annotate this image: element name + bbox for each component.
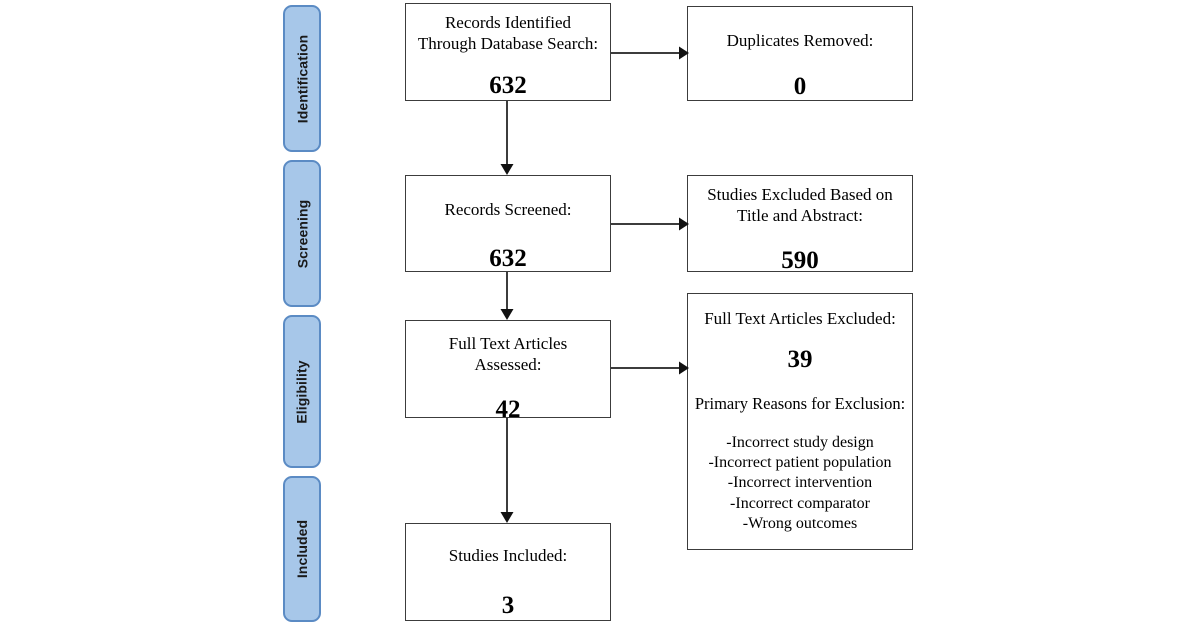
box-duplicates-removed: Duplicates Removed: 0 <box>687 6 913 101</box>
connector-identified-to-screened <box>498 101 516 177</box>
connector-identified-to-duplicates <box>611 44 691 62</box>
stage-label-included: Included <box>294 519 311 579</box>
box-fulltext-articles-excluded: Full Text Articles Excluded: 39 Primary … <box>687 293 913 550</box>
box-studies-included-title: Studies Included: <box>448 546 568 565</box>
box-records-screened-title: Records Screened: <box>444 200 572 219</box>
box-studies-included-count: 3 <box>501 591 515 619</box>
box-records-identified-count: 632 <box>489 72 527 100</box>
box-duplicates-removed-title: Duplicates Removed: <box>726 31 874 50</box>
box-studies-excluded-title-abstract-count: 590 <box>781 247 819 275</box>
exclusion-reasons-list: -Incorrect study design -Incorrect patie… <box>708 433 892 533</box>
connector-screened-to-fulltext <box>498 272 516 322</box>
box-studies-excluded-title-abstract: Studies Excluded Based on Title and Abst… <box>687 175 913 275</box>
box-fulltext-articles-assessed: Full Text Articles Assessed: 42 <box>405 320 611 422</box>
stage-chip-eligibility: Eligibility <box>283 315 321 468</box>
box-fulltext-articles-excluded-subtitle: Primary Reasons for Exclusion: <box>694 393 906 413</box>
box-fulltext-articles-assessed-title: Full Text Articles Assessed: <box>448 334 568 374</box>
connector-fulltext-to-fulltext-excluded <box>611 359 691 377</box>
box-records-screened-count: 632 <box>489 244 527 272</box>
connector-screened-to-excluded-title-abstract <box>611 215 691 233</box>
stage-label-screening: Screening <box>294 199 310 268</box>
box-studies-included: Studies Included: 3 <box>405 523 611 621</box>
stage-label-eligibility: Eligibility <box>294 359 311 424</box>
box-studies-excluded-title-abstract-title: Studies Excluded Based on Title and Abst… <box>707 185 893 225</box>
box-records-screened: Records Screened: 632 <box>405 175 611 272</box>
box-duplicates-removed-count: 0 <box>793 72 807 100</box>
stage-chip-identification: Identification <box>283 5 321 152</box>
stage-chip-screening: Screening <box>283 160 321 307</box>
box-fulltext-articles-excluded-title: Full Text Articles Excluded: <box>704 309 896 328</box>
box-fulltext-articles-excluded-count: 39 <box>787 345 813 373</box>
stage-chip-included: Included <box>283 476 321 622</box>
box-records-identified: Records Identified Through Database Sear… <box>405 3 611 101</box>
box-records-identified-title: Records Identified Through Database Sear… <box>417 13 599 53</box>
stage-label-identification: Identification <box>294 34 311 123</box>
connector-fulltext-to-included <box>498 418 516 525</box>
